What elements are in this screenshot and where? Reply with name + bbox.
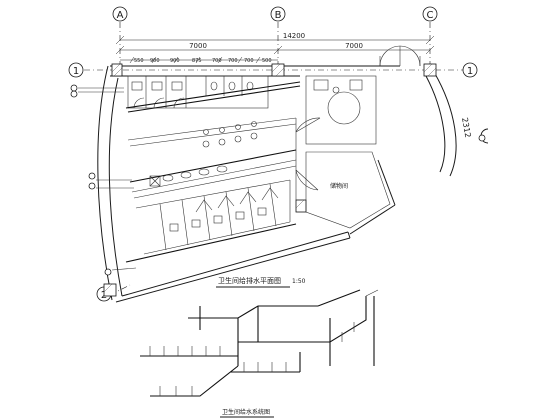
svg-text:1: 1 [467, 66, 473, 77]
water-supply-isometric [140, 289, 379, 397]
small-span-dimensions: 550 900 900 875 700 700 700 500 [134, 58, 272, 64]
svg-text:550: 550 [134, 58, 144, 64]
axis-bubble-1-right: 1 [462, 62, 478, 78]
right-shaft-room [305, 75, 377, 145]
plan-title: 卫生间给排水平面图 1:50 [216, 276, 306, 288]
lower-stall-block [135, 179, 291, 255]
svg-text:700: 700 [244, 58, 254, 64]
svg-text:卫生间给排水平面图: 卫生间给排水平面图 [218, 276, 281, 285]
pipe-tag-bubbles [70, 84, 486, 276]
storage-room-label: 储物间 [330, 182, 348, 190]
overall-dimension: 14200 [283, 32, 305, 40]
axis-bubble-c: C [422, 6, 438, 22]
svg-text:C: C [427, 10, 434, 21]
upper-stall-block [127, 75, 269, 109]
structural-columns [103, 63, 437, 297]
svg-text:900: 900 [150, 58, 160, 64]
outer-walls [97, 65, 457, 303]
svg-text:A: A [117, 10, 124, 21]
dimension-chain-top [115, 35, 435, 64]
svg-text:900: 900 [170, 58, 180, 64]
bay-right-dimension: 7000 [345, 42, 363, 50]
corridor-partitions [127, 117, 321, 200]
axis-bubble-a: A [112, 6, 128, 22]
supply-pipes [78, 81, 301, 271]
curved-side-dimension: 2312 [460, 117, 472, 139]
svg-text:500: 500 [262, 58, 272, 64]
bay-left-dimension: 7000 [189, 42, 207, 50]
svg-text:卫生间给水系统图: 卫生间给水系统图 [222, 408, 270, 416]
svg-text:1: 1 [73, 66, 79, 77]
svg-text:875: 875 [192, 58, 202, 64]
svg-text:700: 700 [212, 58, 222, 64]
svg-text:B: B [275, 10, 282, 21]
axis-bubble-b: B [270, 6, 286, 22]
svg-text:700: 700 [228, 58, 238, 64]
entrance-door [379, 45, 421, 67]
urinal-row [202, 121, 258, 148]
svg-text:1:50: 1:50 [292, 278, 306, 285]
storage-room: 储物间 [305, 151, 391, 229]
axis-bubble-1-left: 1 [68, 62, 84, 78]
system-title: 卫生间给水系统图 [220, 408, 274, 418]
